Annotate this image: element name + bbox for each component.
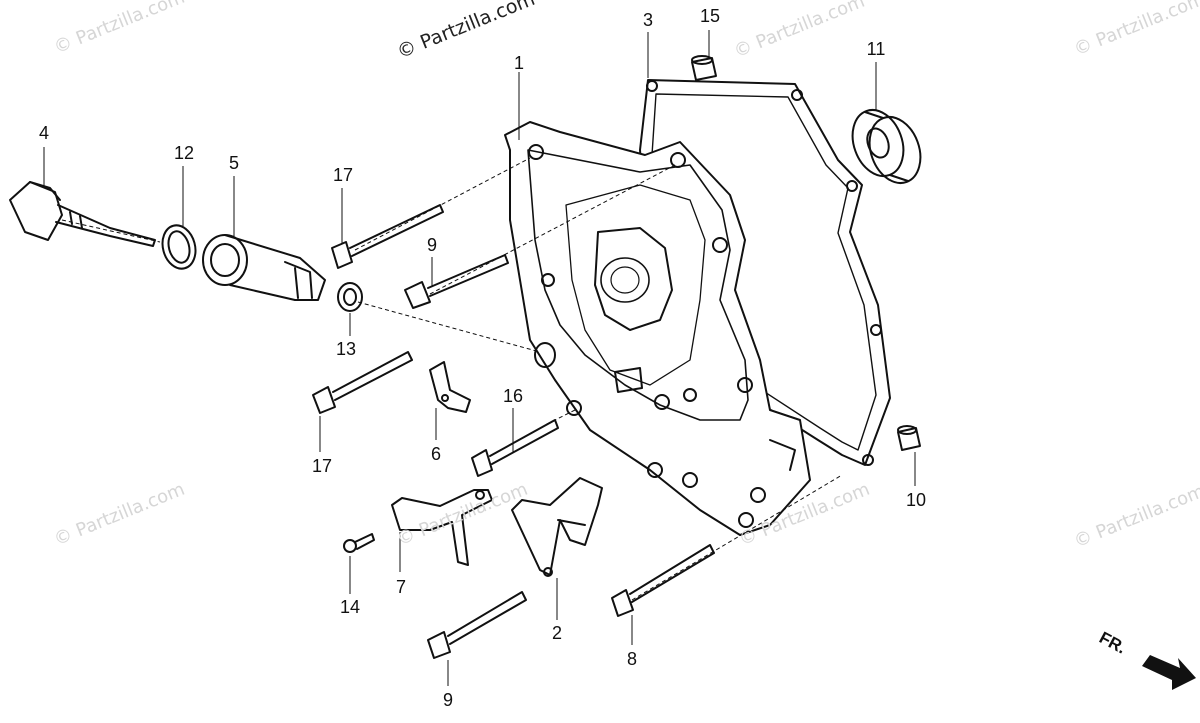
dowel-pin-part-10: [897, 425, 921, 451]
callout-6: 6: [430, 444, 442, 464]
callout-16: 16: [502, 386, 524, 406]
callout-11: 11: [866, 39, 886, 59]
plate-part-2: [511, 477, 603, 577]
callout-12: 12: [173, 143, 195, 163]
washer-part-13: [337, 282, 363, 312]
callout-5: 5: [228, 153, 240, 173]
filler-neck-part-5: [202, 234, 326, 301]
callout-1: 1: [513, 53, 525, 73]
callout-17-lower: 17: [311, 456, 333, 476]
callout-7: 7: [395, 577, 407, 597]
callout-8: 8: [626, 649, 638, 669]
bolt-part-9-lower: [427, 591, 527, 659]
callout-10: 10: [905, 490, 927, 510]
bearing-part-11: [851, 109, 922, 184]
bolt-part-17-upper: [331, 204, 444, 269]
cover-plug: [534, 342, 556, 368]
clip-part-6: [429, 361, 471, 413]
callout-2: 2: [551, 623, 563, 643]
bracket-part-7: [391, 489, 493, 566]
callout-13: 13: [335, 339, 357, 359]
callout-9-upper: 9: [426, 235, 438, 255]
callout-17-upper: 17: [332, 165, 354, 185]
callout-9-lower: 9: [442, 690, 454, 710]
o-ring-part-12: [161, 224, 197, 270]
callout-14: 14: [339, 597, 361, 617]
callout-3: 3: [642, 10, 654, 30]
bolt-part-17-lower: [312, 351, 413, 414]
callout-15: 15: [699, 6, 721, 26]
crankcase-cover-part-1: [504, 121, 811, 536]
bolt-part-16: [471, 419, 559, 477]
front-direction-arrow-icon: [1142, 655, 1196, 690]
callout-4: 4: [38, 123, 50, 143]
bolt-part-8: [611, 544, 715, 617]
screw-part-14: [343, 533, 375, 553]
bolt-part-9-upper: [404, 254, 509, 309]
leader-lines: [43, 30, 916, 686]
dipstick-cap-part-4: [9, 181, 156, 247]
dowel-pin-part-15: [691, 55, 717, 81]
